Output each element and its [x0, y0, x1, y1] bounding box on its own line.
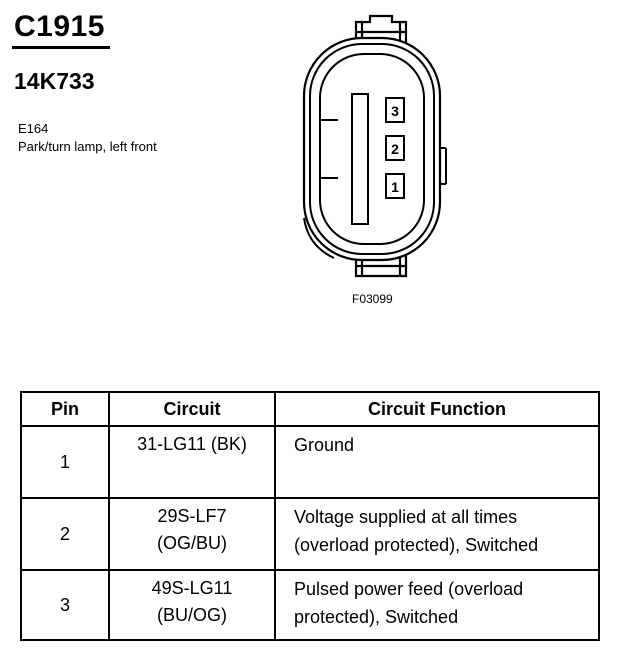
figure-id: F03099 [352, 292, 393, 306]
left-ribs [320, 119, 338, 179]
circuit-text: 31-LG11 (BK) [137, 434, 247, 454]
circuit-cell: 49S-LG11 (BU/OG) [108, 569, 276, 641]
cavity-2 [385, 135, 405, 161]
header-circuit: Circuit [108, 391, 276, 427]
circuit-cell: 31-LG11 (BK) [108, 425, 276, 499]
header-pin: Pin [20, 391, 110, 427]
circuit-color: (BU/OG) [157, 605, 227, 625]
right-bumps [440, 147, 447, 185]
table-header-row: Pin Circuit Circuit Function [20, 391, 600, 427]
header-circuit-function: Circuit Function [274, 391, 600, 427]
function-cell: Pulsed power feed (overload protected), … [274, 569, 600, 641]
connector-description: E164 Park/turn lamp, left front [18, 120, 178, 156]
title-underline [12, 46, 110, 49]
function-text: protected), Switched [294, 607, 459, 627]
function-text: (overload protected), Switched [294, 535, 539, 555]
pin-number: 2 [20, 497, 110, 571]
function-text: Voltage supplied at all times [294, 507, 518, 527]
circuit-text: 29S-LF7 [157, 506, 227, 526]
circuit-cell: 29S-LF7 (OG/BU) [108, 497, 276, 571]
table-row: 1 31-LG11 (BK) Ground [20, 425, 600, 499]
cavity-label-3: 3 [391, 103, 399, 119]
cavity-3 [385, 97, 405, 123]
pin-number: 1 [20, 425, 110, 499]
cavity-1 [385, 173, 405, 199]
connector-inner-shell [319, 53, 425, 245]
function-cell: Ground [274, 425, 600, 499]
circuit-color: (OG/BU) [157, 533, 227, 553]
left-guide [303, 217, 335, 259]
table-row: 3 49S-LG11 (BU/OG) Pulsed power feed (ov… [20, 569, 600, 641]
connector-id: C1915 [14, 10, 105, 43]
cavity-label-1: 1 [391, 179, 399, 195]
key-slot [351, 93, 369, 225]
function-cell: Voltage supplied at all times (overload … [274, 497, 600, 571]
table-row: 2 29S-LF7 (OG/BU) Voltage supplied at al… [20, 497, 600, 571]
top-latch [354, 14, 408, 44]
location-code: E164 [18, 121, 49, 136]
location-description: Park/turn lamp, left front [18, 139, 157, 154]
pinout-table: Pin Circuit Circuit Function 1 31-LG11 (… [20, 391, 600, 641]
function-text: Pulsed power feed (overload [294, 579, 524, 599]
part-number: 14K733 [14, 68, 95, 94]
function-text: Ground [294, 435, 355, 455]
circuit-text: 49S-LG11 [151, 578, 233, 598]
connector-face-diagram: 3 2 1 [302, 14, 447, 278]
pin-number: 3 [20, 569, 110, 641]
connector-outer-shell [302, 36, 442, 262]
connector-shell-ring [309, 43, 435, 255]
cavity-label-2: 2 [391, 141, 399, 157]
